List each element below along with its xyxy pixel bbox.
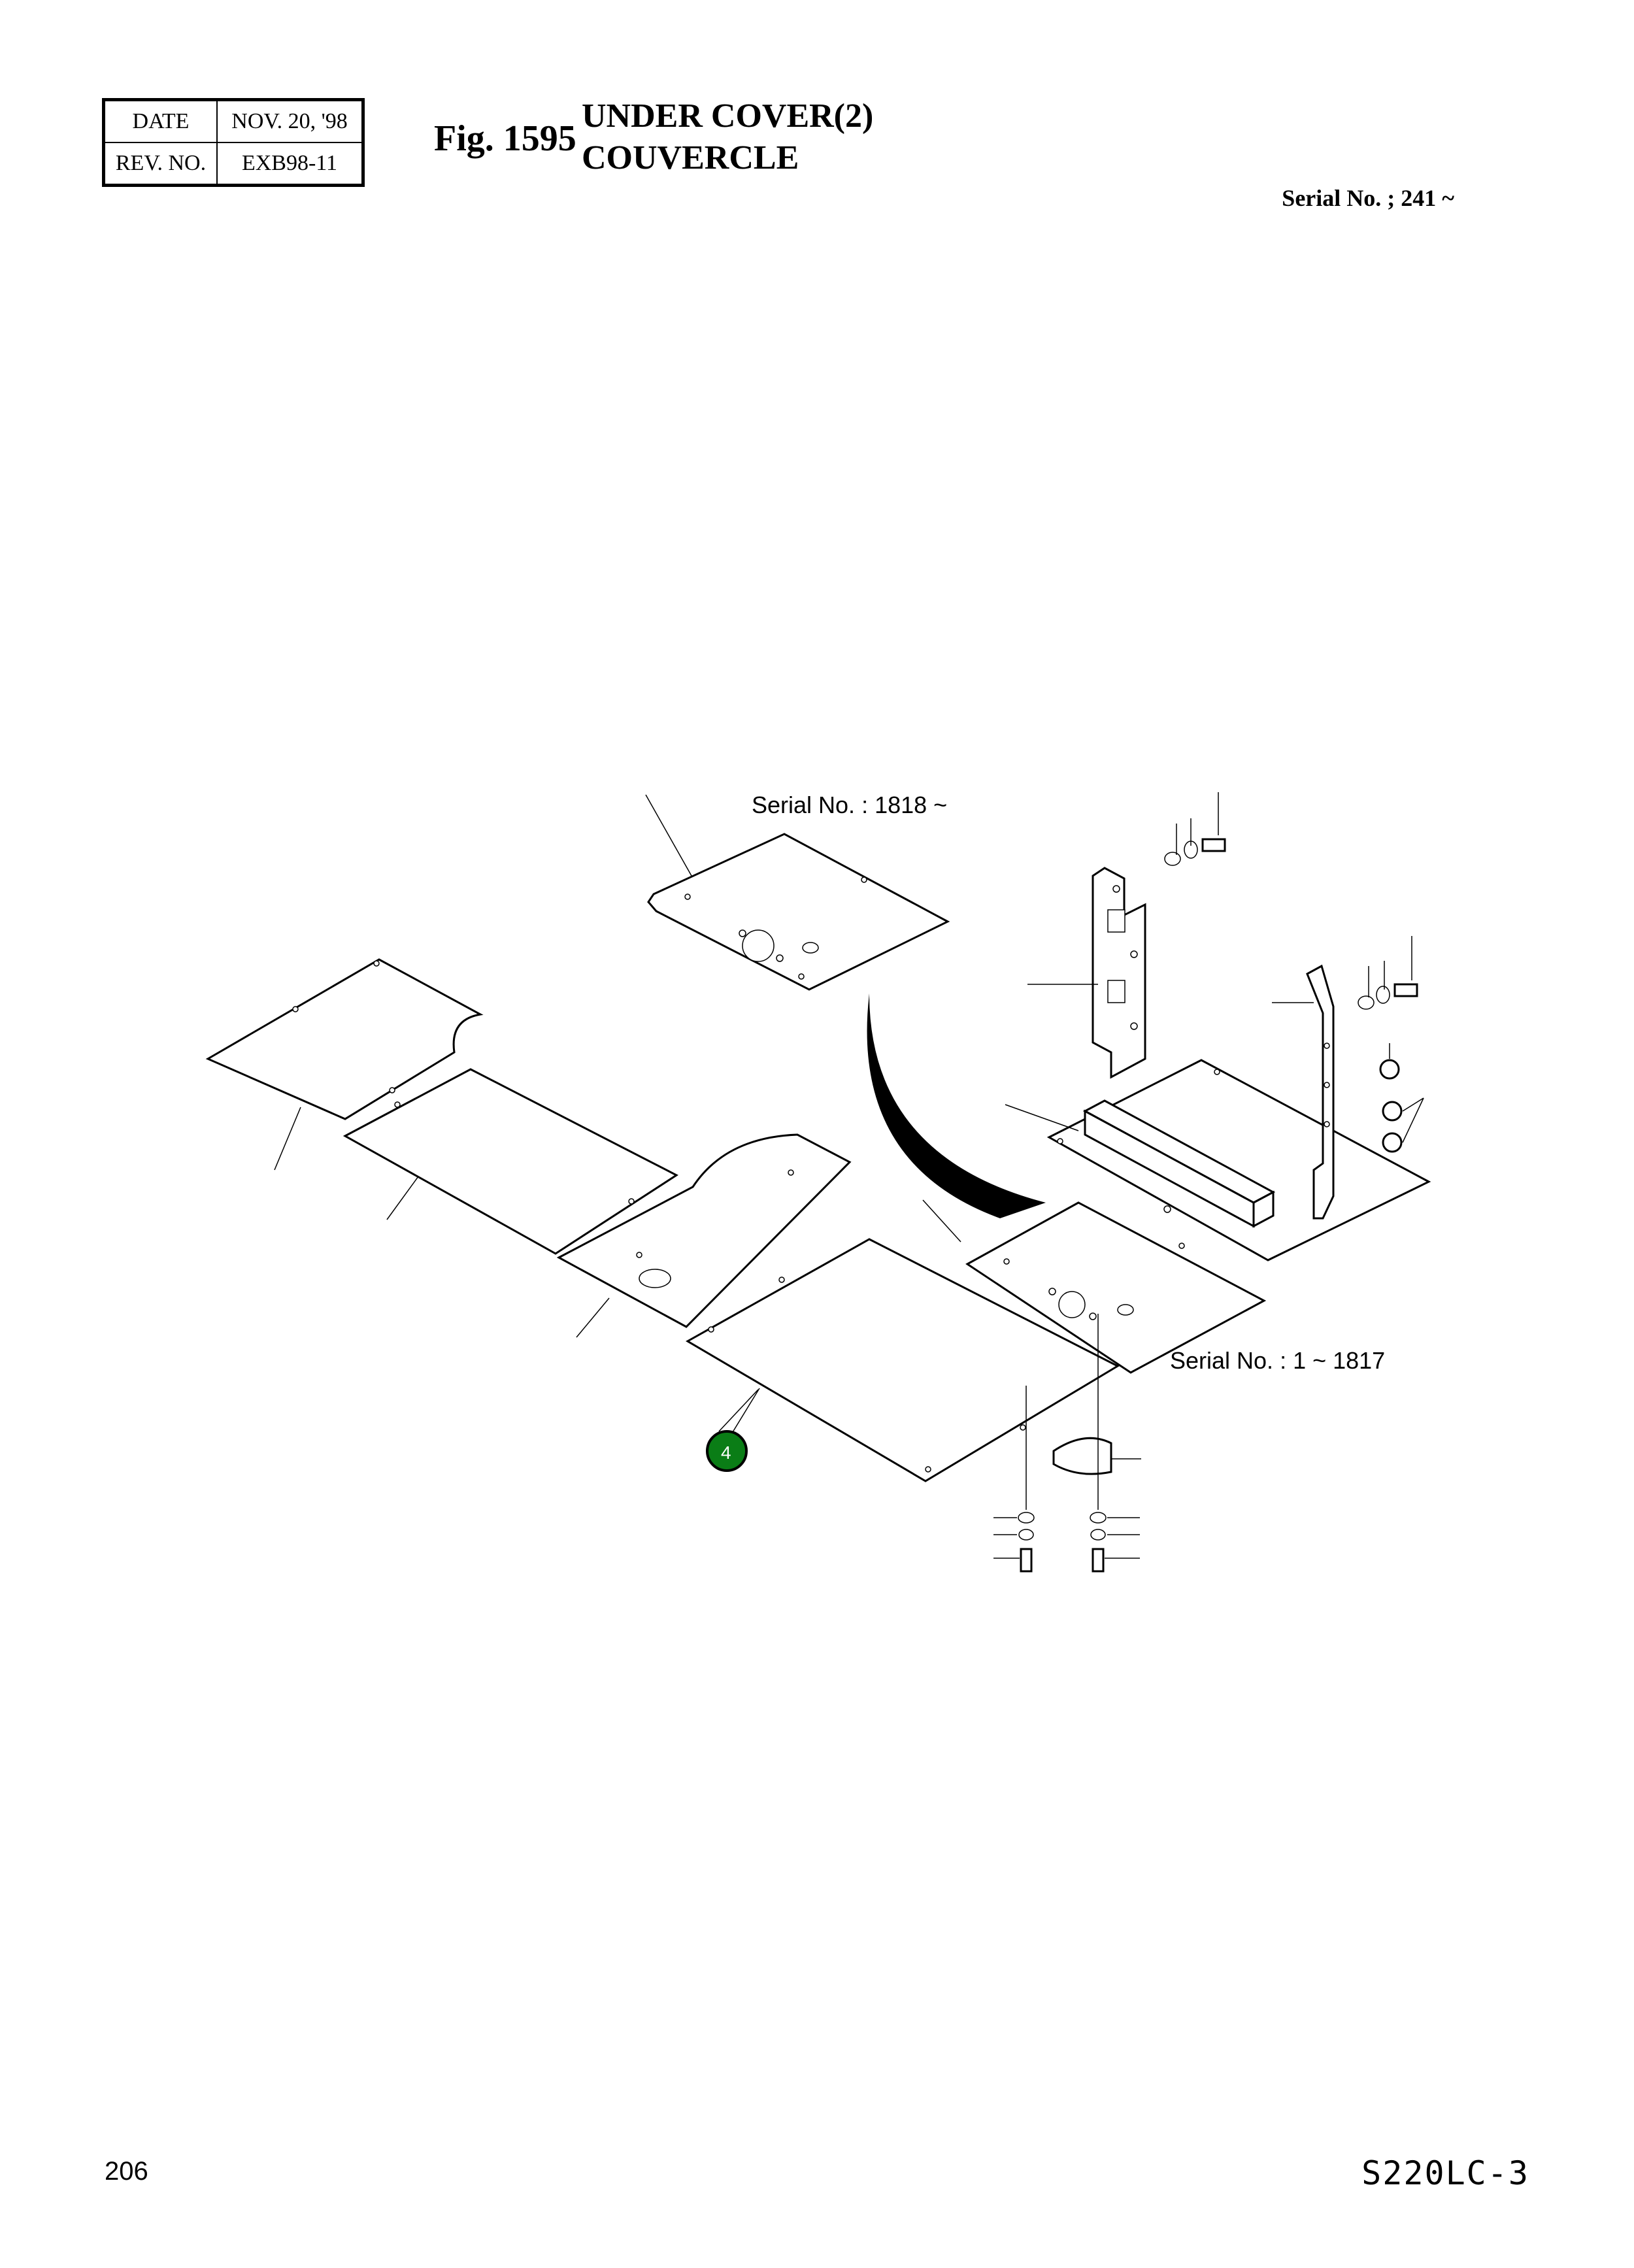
upper-cover-plate: [645, 794, 950, 991]
left-cover-plate-b: [342, 1068, 678, 1255]
figure-title-french: COUVERCLE: [582, 139, 799, 176]
revision-row-number: REV. NO. EXB98-11: [103, 142, 364, 186]
hardware-lower-bolt-set: [993, 1314, 1140, 1573]
bracket-right: [1272, 964, 1335, 1220]
bracket-left: [1027, 867, 1146, 1079]
right-frame-base-plate: [1046, 1059, 1431, 1261]
left-cover-plate-a: [205, 958, 484, 1171]
model-code: S220LC-3: [1361, 2154, 1529, 2192]
item-marker[interactable]: 4: [706, 1388, 760, 1472]
date-value: NOV. 20, '98: [216, 99, 364, 143]
serial-callout-upper: Serial No. : 1818 ~: [752, 792, 947, 818]
revision-table: DATE NOV. 20, '98 REV. NO. EXB98-11: [102, 98, 365, 187]
figure-title-english: UNDER COVER(2): [582, 97, 874, 135]
serial-callout-lower: Serial No. : 1 ~ 1817: [1170, 1347, 1385, 1374]
cap-plate: [1052, 1437, 1141, 1475]
hardware-upper-bolt-set: [1164, 792, 1418, 1010]
figure-number: Fig. 1595: [434, 118, 576, 159]
right-lower-cover-plate: [922, 1199, 1267, 1374]
lower-cover-plate: [685, 1238, 1120, 1482]
revision-row-date: DATE NOV. 20, '98: [103, 99, 364, 143]
page-number: 206: [105, 2157, 148, 2186]
date-label: DATE: [103, 99, 218, 143]
spacer-bar: [1005, 1099, 1276, 1228]
rev-label: REV. NO.: [103, 142, 218, 186]
rev-value: EXB98-11: [216, 142, 364, 186]
serial-range-header: Serial No. ; 241 ~: [1282, 185, 1454, 211]
item-marker-circle[interactable]: [706, 1430, 748, 1472]
hardware-nut-set: [1379, 1043, 1424, 1153]
curved-arrow: [867, 993, 1046, 1218]
middle-cover-plate: [556, 1133, 852, 1338]
item-marker-label: 4: [721, 1443, 731, 1463]
